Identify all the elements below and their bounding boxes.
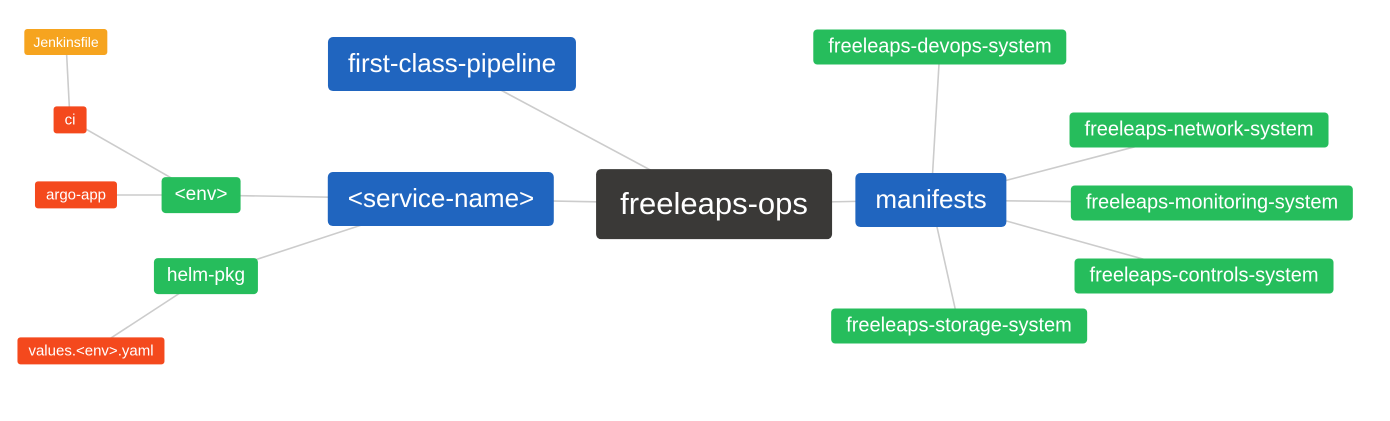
node-argo-app[interactable]: argo-app [34, 181, 118, 209]
node-root-freeleaps-ops[interactable]: freeleaps-ops [596, 169, 832, 239]
node-first-class-pipeline[interactable]: first-class-pipeline [327, 37, 577, 91]
node-helm-pkg[interactable]: helm-pkg [153, 258, 259, 294]
node-manifests[interactable]: manifests [855, 173, 1007, 227]
node-ci[interactable]: ci [53, 106, 87, 134]
node-freeleaps-controls-system[interactable]: freeleaps-controls-system [1074, 258, 1334, 294]
node-freeleaps-network-system[interactable]: freeleaps-network-system [1069, 112, 1329, 148]
node-freeleaps-devops-system[interactable]: freeleaps-devops-system [813, 29, 1067, 65]
node-values-env-yaml[interactable]: values.<env>.yaml [17, 337, 165, 365]
node-service-name[interactable]: <service-name> [327, 172, 555, 226]
node-jenkinsfile[interactable]: Jenkinsfile [24, 28, 108, 56]
node-freeleaps-monitoring-system[interactable]: freeleaps-monitoring-system [1070, 185, 1354, 221]
node-freeleaps-storage-system[interactable]: freeleaps-storage-system [831, 308, 1087, 344]
node-env[interactable]: <env> [161, 177, 241, 213]
